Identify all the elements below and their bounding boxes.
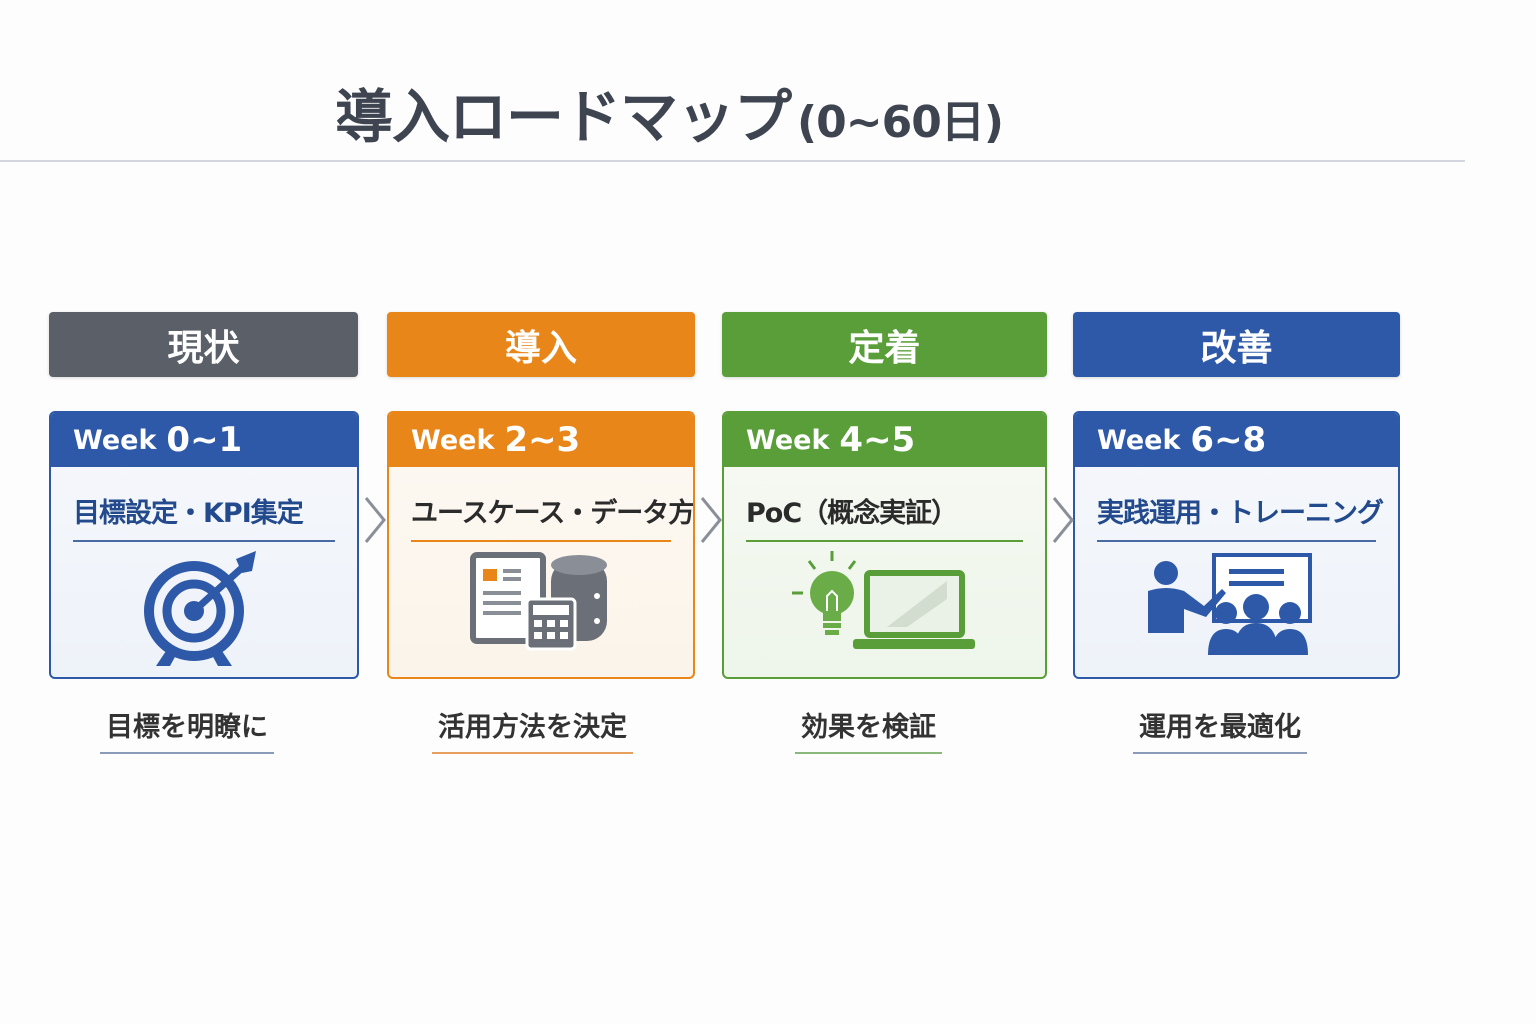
target-arrow-icon bbox=[51, 551, 357, 669]
week-prefix: Week bbox=[73, 424, 157, 456]
week-range: 0~1 bbox=[166, 420, 243, 460]
chevron-right-icon bbox=[700, 497, 722, 543]
week-prefix: Week bbox=[411, 424, 495, 456]
document-database-calculator-icon bbox=[389, 551, 693, 669]
title-main: 導入ロードマップ bbox=[335, 83, 792, 151]
week-range: 4~5 bbox=[839, 420, 916, 460]
page-title: 導入ロードマップ(0~60日) bbox=[335, 70, 1004, 154]
phase-header-improve: 改善 bbox=[1073, 312, 1400, 377]
week-card-6-8: Week 6~8 実践運用・トレーニング bbox=[1073, 411, 1400, 679]
task-title: PoC（概念実証） bbox=[746, 491, 1023, 542]
week-card-0-1: Week 0~1 目標設定・KPI集定 bbox=[49, 411, 359, 679]
week-prefix: Week bbox=[746, 424, 830, 456]
week-header: Week 4~5 bbox=[724, 413, 1045, 467]
week-card-4-5: Week 4~5 PoC（概念実証） bbox=[722, 411, 1047, 679]
outcome-note: 目標を明瞭に bbox=[100, 705, 274, 754]
outcome-note: 活用方法を決定 bbox=[432, 705, 633, 754]
outcome-note: 効果を検証 bbox=[795, 705, 942, 754]
week-range: 6~8 bbox=[1190, 420, 1267, 460]
week-card-2-3: Week 2~3 ユースケース・データ方針 bbox=[387, 411, 695, 679]
lightbulb-laptop-icon bbox=[724, 551, 1045, 669]
phase-header-current: 現状 bbox=[49, 312, 358, 377]
outcome-note: 運用を最適化 bbox=[1133, 705, 1307, 754]
chevron-right-icon bbox=[364, 497, 386, 543]
task-title: ユースケース・データ方針 bbox=[411, 491, 693, 542]
chevron-right-icon bbox=[1052, 497, 1074, 543]
phase-header-establish: 定着 bbox=[722, 312, 1047, 377]
title-sub: (0~60日) bbox=[797, 97, 1004, 148]
week-header: Week 6~8 bbox=[1075, 413, 1398, 467]
week-range: 2~3 bbox=[504, 420, 581, 460]
presenter-audience-icon bbox=[1075, 551, 1398, 669]
week-prefix: Week bbox=[1097, 424, 1181, 456]
title-divider bbox=[0, 160, 1465, 162]
task-title: 目標設定・KPI集定 bbox=[73, 491, 335, 542]
week-header: Week 0~1 bbox=[51, 413, 357, 467]
task-title: 実践運用・トレーニング bbox=[1097, 491, 1384, 542]
phase-header-introduce: 導入 bbox=[387, 312, 695, 377]
week-header: Week 2~3 bbox=[389, 413, 693, 467]
